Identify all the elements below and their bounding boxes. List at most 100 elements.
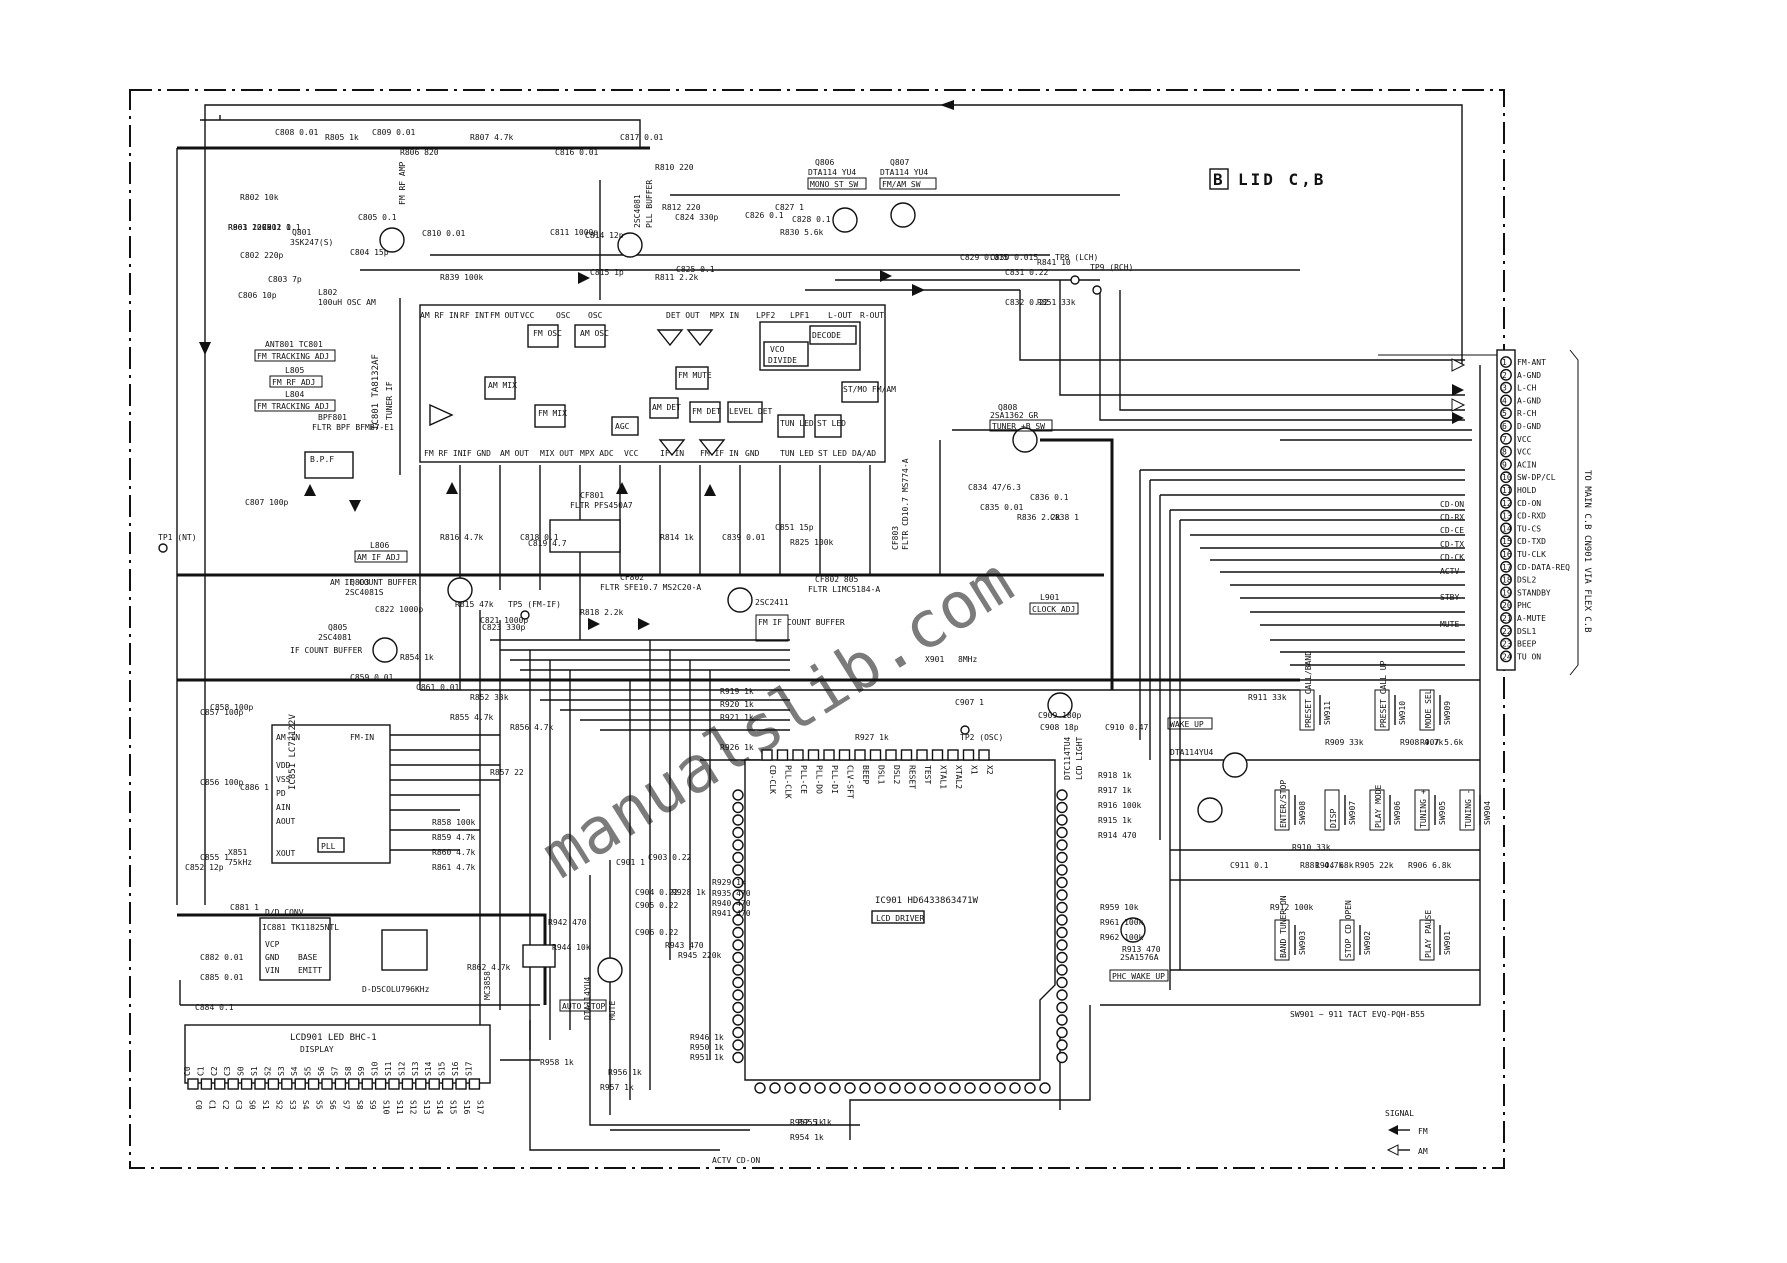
capacitor-label: C805 0.1 xyxy=(358,213,397,222)
block-agc-label: AGC xyxy=(615,422,630,431)
ic901-right-pin xyxy=(1056,901,1068,914)
transistor-q804: 2SC2411 FM IF COUNT BUFFER xyxy=(727,587,845,642)
capacitor-label: C817 0.01 xyxy=(620,133,664,142)
resistor-label: R905 22k xyxy=(1355,861,1394,870)
capacitor-label: C855 1 xyxy=(200,853,229,862)
ic901-bottom-pin xyxy=(904,1082,916,1094)
resistor-label: R962 100k xyxy=(1100,933,1144,942)
q808-role: TUNER +B SW xyxy=(992,422,1045,431)
ic881-note: D/D CONV xyxy=(265,908,304,917)
capacitor-label: C858 100p xyxy=(210,703,254,712)
connector-pin-number: 12 xyxy=(1502,499,1512,508)
ic901-right-pin xyxy=(1056,789,1068,801)
ic901-top-pin-label: TEST xyxy=(923,765,932,784)
connector-pin-name: D-GND xyxy=(1517,422,1541,431)
capacitor-label: C801 0.1 xyxy=(262,223,301,232)
lcd-pin xyxy=(455,1078,467,1090)
ant801-label: FM TRACKING ADJ xyxy=(257,352,329,361)
q801-type: 3SK247(S) xyxy=(290,238,333,247)
net-label-cd-ce: CD-CE xyxy=(1440,526,1464,535)
resistor-label: R806 820 xyxy=(400,148,439,157)
resistor-label: R918 1k xyxy=(1098,771,1132,780)
capacitor-label: C905 0.22 xyxy=(635,901,679,910)
lcd-seg-top-label: C1 xyxy=(196,1066,205,1076)
ic901-top-pin-label: PLL-CLK xyxy=(784,765,793,799)
capacitor-label: C811 1000p xyxy=(550,228,598,237)
tp8-label: TP8 (LCH) xyxy=(1055,253,1098,262)
ic851-ref: IC851 LC72122V xyxy=(288,714,298,790)
ic901-right-pin xyxy=(1056,839,1068,851)
lcd-seg-bottom-label: C0 xyxy=(194,1100,203,1110)
ic901-top-pin xyxy=(931,749,944,761)
ic801-pin-fm-if-in: FM IF IN xyxy=(700,449,739,458)
capacitor-label: C904 0.22 xyxy=(635,888,679,897)
capacitor-label: C857 100p xyxy=(200,708,244,717)
switch-label: TUNING + xyxy=(1419,789,1428,828)
resistor-label: R858 100k xyxy=(432,818,476,827)
resistor-label: R927 1k xyxy=(855,733,889,742)
lcd-pin xyxy=(321,1078,333,1090)
block-st-mo xyxy=(841,381,879,403)
block-fm-mix-label: FM MIX xyxy=(538,409,567,418)
net-label-cd-ck: CD-CK xyxy=(1440,553,1464,562)
lcd-seg-bottom-label: S10 xyxy=(382,1100,391,1115)
ic901-left-pin xyxy=(732,951,744,964)
capacitor-label: C856 100p xyxy=(200,778,244,787)
wiring xyxy=(176,104,1481,1151)
ic901-top-pin-label: BEEP xyxy=(861,765,870,784)
transistor-q904: DTA114YU4 WAKE UP xyxy=(1167,717,1248,823)
ic851-pll: IC851 LC72122V PLL AM-IN FM-IN VDD VSS P… xyxy=(271,714,391,864)
connector-pin-10 xyxy=(1500,471,1512,484)
resistor-label: R805 1k xyxy=(325,133,359,142)
lcd-pin xyxy=(468,1078,481,1090)
resistor-label: R907 5.6k xyxy=(1420,738,1464,747)
ic851-block-label: PLL xyxy=(321,842,336,851)
connector-pin-8 xyxy=(1500,445,1512,458)
lcd-pin xyxy=(187,1078,199,1090)
ic901-bottom-pin xyxy=(844,1082,856,1094)
capacitor-label: C803 7p xyxy=(268,275,302,284)
cf803-label: FLTR CD10.7 MS774-A xyxy=(901,458,910,550)
switch-ref: SW910 xyxy=(1398,701,1407,725)
connector-pin-name: BEEP xyxy=(1517,640,1536,649)
ic901-right-pin xyxy=(1056,814,1068,826)
block-decode-label: DECODE xyxy=(812,331,841,340)
connector-pin-name: DSL2 xyxy=(1517,576,1536,585)
x901-ref: X901 xyxy=(925,655,944,664)
lcd-seg-bottom-label: C3 xyxy=(234,1100,243,1110)
signal-legend: SIGNAL FM AM xyxy=(1385,1109,1428,1156)
legend-title: SIGNAL xyxy=(1385,1109,1414,1118)
q804-type: 2SC2411 xyxy=(755,598,789,607)
l802-label: 100uH OSC AM xyxy=(318,298,376,307)
connector-pin-13 xyxy=(1500,509,1512,522)
lcd-pin xyxy=(401,1078,414,1090)
capacitor-label: C885 0.01 xyxy=(200,973,244,982)
block-am-det-label: AM DET xyxy=(652,403,681,412)
lcd-seg-top-label: S4 xyxy=(290,1066,299,1076)
lcd-pin xyxy=(281,1078,293,1090)
ic901-note: LCD DRIVER xyxy=(876,914,924,923)
ic901-top-pin-label: DSL2 xyxy=(892,765,901,784)
connector-pin-name: DSL1 xyxy=(1517,627,1536,636)
lcd-seg-bottom-label: C2 xyxy=(221,1100,230,1110)
resistor-label: R954 1k xyxy=(790,1133,824,1142)
board-badge: B xyxy=(1213,170,1226,189)
lcd-pin xyxy=(294,1078,306,1090)
resistor-label: R862 4.7k xyxy=(467,963,511,972)
ic901-right-pin xyxy=(1056,1014,1068,1026)
ic901-bottom-pin xyxy=(784,1082,796,1094)
switch-label: BAND TUNER ON xyxy=(1279,895,1288,958)
lcd-seg-bottom-label: S3 xyxy=(288,1100,297,1110)
connector-pin-number: 18 xyxy=(1502,576,1512,585)
connector-pin-1 xyxy=(1500,356,1512,368)
lcd-seg-bottom-label: S2 xyxy=(274,1100,283,1110)
ic901-top-pin xyxy=(823,749,835,761)
lcd-seg-bottom-label: S12 xyxy=(408,1100,417,1115)
lcd-seg-top-label: S6 xyxy=(317,1066,326,1076)
connector-pin-number: 1 xyxy=(1502,358,1507,367)
lcd901-panel: LCD901 LED BHC-1 DISPLAY xyxy=(184,1024,491,1084)
ic901-right-pin xyxy=(1056,1026,1068,1039)
resistor-label: R915 1k xyxy=(1098,816,1132,825)
ic901-left-pin xyxy=(732,864,744,876)
